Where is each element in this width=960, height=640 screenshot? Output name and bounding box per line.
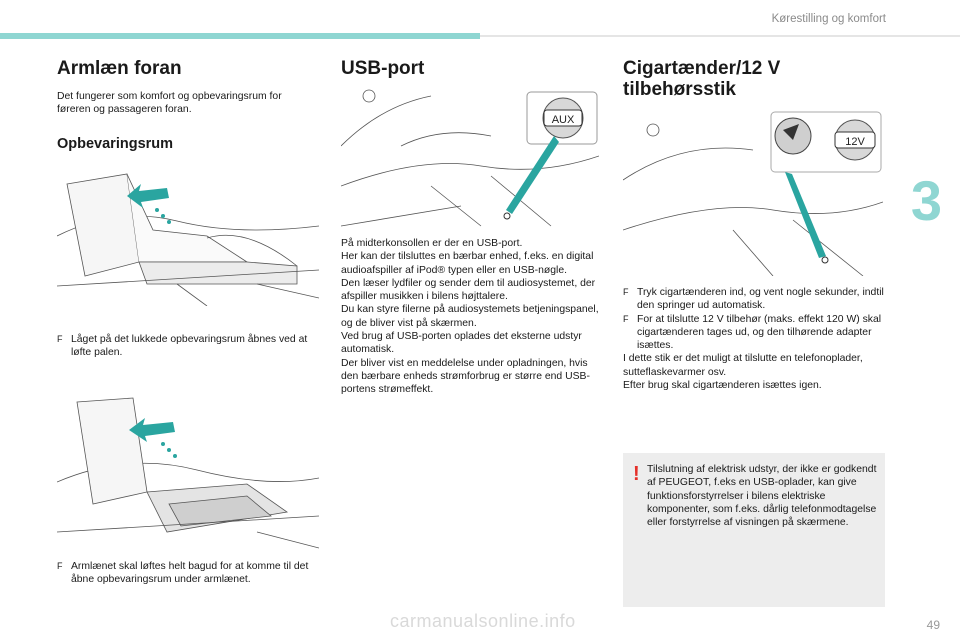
warning-box: ! Tilslutning af elektrisk udstyr, der i… <box>623 453 885 607</box>
header-rule <box>480 35 960 37</box>
lift-arrow-icon <box>127 184 169 208</box>
pointer-arrow-icon <box>785 172 826 258</box>
usb-port-illustration: AUX <box>341 89 599 227</box>
section-title: Kørestilling og komfort <box>771 13 886 25</box>
lighter-bullet-1-text: Tryk cigartænderen ind, og vent nogle se… <box>637 287 884 312</box>
usb-p2: Her kan der tilsluttes en bærbar enhed, … <box>341 251 594 276</box>
bullet-icon: F <box>57 334 63 344</box>
warning-text: Tilslutning af elektrisk udstyr, der ikk… <box>647 464 877 529</box>
warning-icon: ! <box>633 463 640 485</box>
lighter-socket-illustration: 12V <box>623 111 883 276</box>
watermark: carmanualsonline.info <box>390 611 576 631</box>
lighter-p2: Efter brug skal cigartænderen isættes ig… <box>623 380 822 392</box>
armrest-bullet-1: F Låget på det lukkede opbevaringsrum åb… <box>57 333 312 360</box>
lighter-p1: I dette stik er det muligt at tilslutte … <box>623 353 863 378</box>
usb-title: USB-port <box>341 58 425 79</box>
lighter-bullet-1: F Tryk cigartænderen ind, og vent nogle … <box>623 286 885 313</box>
lighter-bullet-2-text: For at tilslutte 12 V tilbehør (maks. ef… <box>637 313 882 352</box>
armrest-bullet-2: F Armlænet skal løftes helt bagud for at… <box>57 560 312 587</box>
lighter-title-2: tilbehørsstik <box>623 79 736 100</box>
armrest-intro: Det fungerer som komfort og opbevaringsr… <box>57 91 282 116</box>
usb-p3: Den læser lydfiler og sender dem til aud… <box>341 277 596 303</box>
usb-p1: På midterkonsollen er der en USB-port. <box>341 238 523 249</box>
armrest-bullet-2-text: Armlænet skal løftes helt bagud for at k… <box>71 561 309 586</box>
lighter-instructions: F Tryk cigartænderen ind, og vent nogle … <box>623 286 885 392</box>
bullet-icon: F <box>623 287 629 297</box>
storage-subtitle: Opbevaringsrum <box>57 136 174 152</box>
armrest-closed-illustration <box>57 173 319 306</box>
lighter-title-1: Cigartænder/12 V <box>623 58 781 79</box>
lighter-bullet-2: F For at tilslutte 12 V tilbehør (maks. … <box>623 313 885 353</box>
header-accent-bar <box>0 33 480 39</box>
usb-description: På midterkonsollen er der en USB-port. H… <box>341 237 601 397</box>
usb-p5: Ved brug af USB-porten oplades det ekste… <box>341 331 582 356</box>
chapter-number: 3 <box>910 169 942 232</box>
armrest-open-illustration <box>57 397 319 549</box>
pointer-arrow-icon <box>506 136 559 214</box>
socket-label: 12V <box>845 136 865 148</box>
page-number: 49 <box>926 618 940 632</box>
usb-p4: Du kan styre filerne på audiosystemets b… <box>341 304 599 329</box>
bullet-icon: F <box>623 313 629 324</box>
armrest-title: Armlæn foran <box>57 58 182 79</box>
aux-label: AUX <box>552 114 575 126</box>
armrest-bullet-1-text: Låget på det lukkede opbevaringsrum åbne… <box>71 334 308 359</box>
bullet-icon: F <box>57 561 63 571</box>
usb-p6: Der bliver vist en meddelelse under opla… <box>341 357 590 396</box>
lift-arrow-icon-2 <box>129 418 175 442</box>
